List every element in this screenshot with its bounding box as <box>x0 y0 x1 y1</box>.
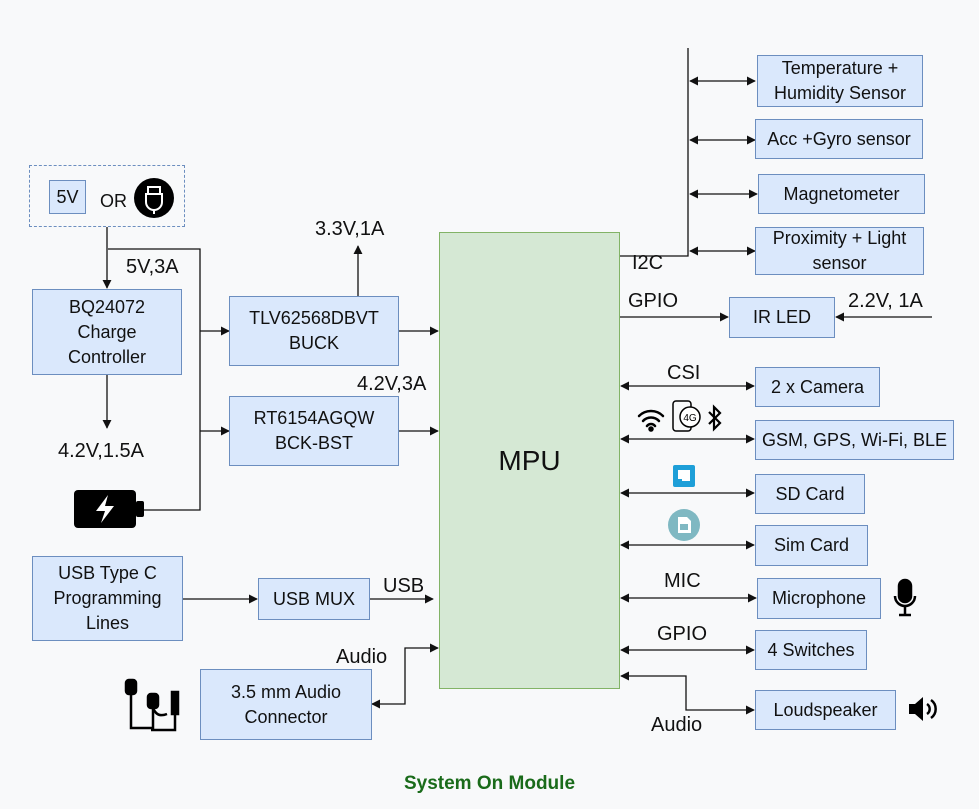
or-label: OR <box>100 191 127 211</box>
microphone-icon <box>892 578 918 623</box>
acc-gyro-sensor-block: Acc +Gyro sensor <box>755 119 923 159</box>
voltage-5v-3a-label: 5V,3A <box>126 256 179 278</box>
camera-block: 2 x Camera <box>755 367 880 407</box>
temperature-humidity-sensor-block: Temperature + Humidity Sensor <box>757 55 923 107</box>
usb-type-c-block: USB Type C Programming Lines <box>32 556 183 641</box>
power-input-group <box>29 165 185 227</box>
loudspeaker-block: Loudspeaker <box>755 690 896 730</box>
ir-led-block: IR LED <box>729 297 835 338</box>
sim-card-icon <box>667 508 701 547</box>
wifi-icon <box>637 406 665 437</box>
audio-connector-block: 3.5 mm Audio Connector <box>200 669 372 740</box>
gpio-ir-label: GPIO <box>628 290 679 312</box>
voltage-2v2-1a-label: 2.2V, 1A <box>848 290 923 312</box>
audio-out-label: Audio <box>651 714 703 736</box>
speaker-icon <box>907 695 939 728</box>
battery-charging-icon <box>74 490 144 533</box>
usb-label: USB <box>383 575 425 597</box>
mic-label: MIC <box>664 570 701 592</box>
mobile-4g-icon: 4G <box>670 399 704 440</box>
usb-plug-icon <box>133 177 175 224</box>
mpu-block: MPU <box>439 232 620 689</box>
svg-text:4G: 4G <box>683 413 697 424</box>
magnetometer-block: Magnetometer <box>758 174 925 214</box>
earphones-icon <box>122 678 184 739</box>
bluetooth-icon <box>706 404 724 437</box>
gsm-gps-wifi-ble-block: GSM, GPS, Wi-Fi, BLE <box>755 420 954 460</box>
sd-card-block: SD Card <box>755 474 865 514</box>
proximity-light-sensor-block: Proximity + Light sensor <box>755 227 924 275</box>
sd-card-icon <box>672 464 696 493</box>
gpio-switch-label: GPIO <box>657 623 708 645</box>
voltage-4v2-3a-label: 4.2V,3A <box>357 373 427 395</box>
diagram-footer-title: System On Module <box>403 773 576 794</box>
voltage-4v2-1a5-label: 4.2V,1.5A <box>58 440 145 462</box>
switches-block: 4 Switches <box>755 630 867 670</box>
i2c-label: I2C <box>632 252 664 274</box>
microphone-block: Microphone <box>757 578 881 619</box>
input-5v-box: 5V <box>49 180 86 214</box>
sim-card-block: Sim Card <box>755 525 868 566</box>
voltage-3v3-1a-label: 3.3V,1A <box>315 218 385 240</box>
usb-mux-block: USB MUX <box>258 578 370 620</box>
audio-in-label: Audio <box>336 646 388 668</box>
buck-converter-block: TLV62568DBVT BUCK <box>229 296 399 366</box>
charge-controller-block: BQ24072 Charge Controller <box>32 289 182 375</box>
csi-label: CSI <box>667 362 701 384</box>
buck-boost-block: RT6154AGQW BCK-BST <box>229 396 399 466</box>
